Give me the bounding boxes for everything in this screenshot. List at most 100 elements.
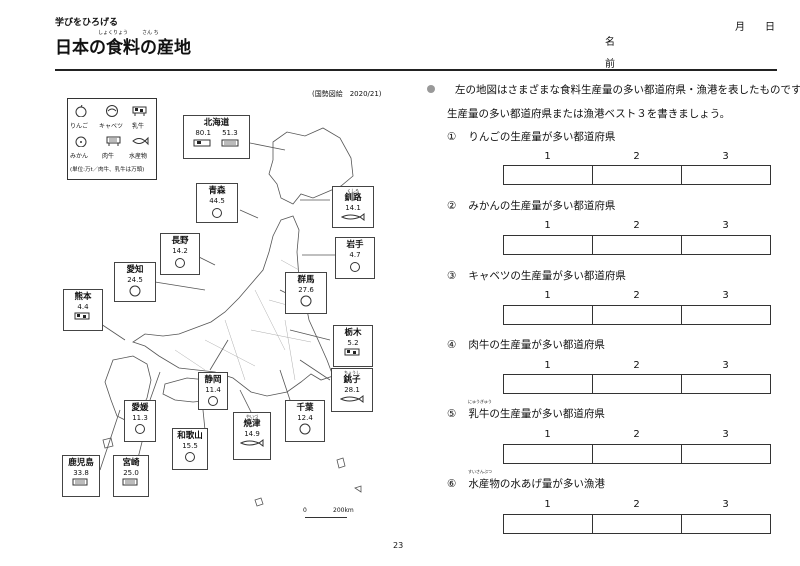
answer-box[interactable] bbox=[504, 236, 593, 254]
question-number: ⑥ bbox=[447, 478, 457, 490]
ruby: くしろ bbox=[347, 188, 359, 193]
question-text: 乳牛の生産量が多い都道府県 bbox=[468, 408, 605, 420]
question-3: ③ キャベツの生産量が多い都道府県 bbox=[447, 268, 626, 283]
pref-name: 青森 bbox=[208, 186, 226, 196]
column-label: 2 bbox=[633, 360, 640, 371]
column-label: 2 bbox=[633, 499, 640, 510]
column-label: 2 bbox=[633, 151, 640, 162]
column-labels: 1 2 3 bbox=[503, 360, 770, 371]
pref-kumamoto: 熊本 4.4 bbox=[63, 289, 103, 331]
answer-row-3 bbox=[503, 305, 771, 325]
pref-name: 岩手 bbox=[346, 240, 364, 250]
question-number: ① bbox=[447, 131, 457, 143]
pref-name: 宮崎 bbox=[122, 458, 140, 468]
legend-label-beef-cattle: 肉牛 bbox=[102, 153, 115, 160]
pref-name: 北海道 bbox=[203, 118, 230, 128]
answer-box[interactable] bbox=[593, 166, 682, 184]
beef-cattle-icon bbox=[72, 478, 88, 486]
dairy-cow-icon bbox=[74, 312, 90, 320]
scale-zero: 0 bbox=[303, 507, 307, 514]
legend-label-mandarin: みかん bbox=[70, 153, 89, 160]
pref-kagoshima: 鹿児島 33.8 bbox=[62, 455, 100, 497]
answer-row-5 bbox=[503, 444, 771, 464]
dairy-cow-icon bbox=[350, 262, 360, 272]
legend-label-apple: りんご bbox=[70, 123, 89, 130]
answer-box[interactable] bbox=[593, 445, 682, 463]
answer-box[interactable] bbox=[504, 515, 593, 533]
dairy-cow-icon bbox=[132, 106, 147, 116]
column-label: 3 bbox=[722, 151, 729, 162]
header-rule bbox=[55, 69, 777, 71]
fish-icon bbox=[132, 136, 149, 146]
pref-tochigi: 栃木 5.2 bbox=[333, 325, 373, 367]
day-label: 日 bbox=[765, 22, 775, 33]
answer-box[interactable] bbox=[504, 306, 593, 324]
answer-box[interactable] bbox=[682, 515, 770, 533]
instruction-line-2: 生産量の多い都道府県または漁港ベスト３を書きましょう。 bbox=[447, 108, 731, 120]
pref-value: 14.9 bbox=[244, 430, 260, 438]
pref-miyazaki: 宮崎 25.0 bbox=[113, 455, 149, 497]
scale-bar bbox=[305, 517, 347, 518]
answer-box[interactable] bbox=[593, 375, 682, 393]
pref-value: 11.3 bbox=[132, 414, 148, 422]
question-text: みかんの生産量が多い都道府県 bbox=[468, 200, 616, 212]
apple-icon bbox=[75, 105, 87, 117]
fish-icon bbox=[239, 439, 264, 447]
scale-distance: 200km bbox=[333, 507, 354, 514]
question-text: キャベツの生産量が多い都道府県 bbox=[468, 270, 626, 282]
cabbage-icon bbox=[300, 295, 312, 307]
pref-chiba: 千葉 12.4 bbox=[285, 400, 325, 442]
pref-value: 28.1 bbox=[344, 386, 360, 394]
answer-row-2 bbox=[503, 235, 771, 255]
answer-box[interactable] bbox=[682, 445, 770, 463]
answer-box[interactable] bbox=[682, 306, 770, 324]
answer-box[interactable] bbox=[682, 166, 770, 184]
pref-name: 群馬 bbox=[297, 275, 315, 285]
pref-name: 熊本 bbox=[74, 292, 92, 302]
column-labels: 1 2 3 bbox=[503, 429, 770, 440]
answer-box[interactable] bbox=[504, 166, 593, 184]
pref-name: 銚子 bbox=[343, 375, 361, 385]
pref-nagano: 長野 14.2 bbox=[160, 233, 200, 275]
answer-box[interactable] bbox=[593, 236, 682, 254]
column-label: 3 bbox=[722, 429, 729, 440]
map-source: (国勢図絵 2020/21) bbox=[312, 90, 382, 98]
pref-iwate: 岩手 4.7 bbox=[335, 237, 375, 279]
answer-box[interactable] bbox=[593, 515, 682, 533]
pref-name: 千葉 bbox=[296, 403, 314, 413]
answer-box[interactable] bbox=[504, 445, 593, 463]
column-label: 3 bbox=[722, 290, 729, 301]
name-label: 前 bbox=[605, 59, 615, 70]
pref-value: 80.1 bbox=[195, 129, 211, 137]
answer-box[interactable] bbox=[504, 375, 593, 393]
column-labels: 1 2 3 bbox=[503, 290, 770, 301]
legend-label-seafood: 水産物 bbox=[129, 153, 148, 160]
mandarin-icon bbox=[135, 424, 145, 434]
pref-wakayama: 和歌山 15.5 bbox=[172, 428, 208, 470]
furigana: さん ち bbox=[142, 30, 159, 36]
answer-row-1 bbox=[503, 165, 771, 185]
pref-value: 12.4 bbox=[297, 414, 313, 422]
pref-aomori: 青森 44.5 bbox=[196, 183, 238, 223]
name-label: 名 bbox=[605, 37, 615, 48]
question-text: りんごの生産量が多い都道府県 bbox=[468, 131, 616, 143]
question-4: ④ 肉牛の生産量が多い都道府県 bbox=[447, 337, 605, 352]
pref-value: 4.4 bbox=[77, 303, 89, 311]
pref-name: 愛知 bbox=[126, 265, 144, 275]
pref-value: 5.2 bbox=[347, 339, 359, 347]
answer-box[interactable] bbox=[682, 236, 770, 254]
question-text: 肉牛の生産量が多い都道府県 bbox=[468, 339, 605, 351]
column-labels: 1 2 3 bbox=[503, 220, 770, 231]
answer-box[interactable] bbox=[682, 375, 770, 393]
cattle-icons bbox=[193, 139, 238, 147]
instruction-line-1: 左の地図はさまざまな食料生産量の多い都道府県・漁港を表したものです。 bbox=[455, 84, 800, 96]
question-number: ③ bbox=[447, 270, 457, 282]
month-label: 月 bbox=[735, 22, 745, 33]
question-number: ④ bbox=[447, 339, 457, 351]
cabbage-icon bbox=[299, 423, 311, 435]
bullet-icon bbox=[427, 85, 435, 93]
ruby: ちょうし bbox=[344, 370, 360, 375]
question-6: ⑥ 水産物の水あげ量が多い漁港 bbox=[447, 476, 605, 491]
apple-icon bbox=[212, 208, 222, 218]
answer-box[interactable] bbox=[593, 306, 682, 324]
